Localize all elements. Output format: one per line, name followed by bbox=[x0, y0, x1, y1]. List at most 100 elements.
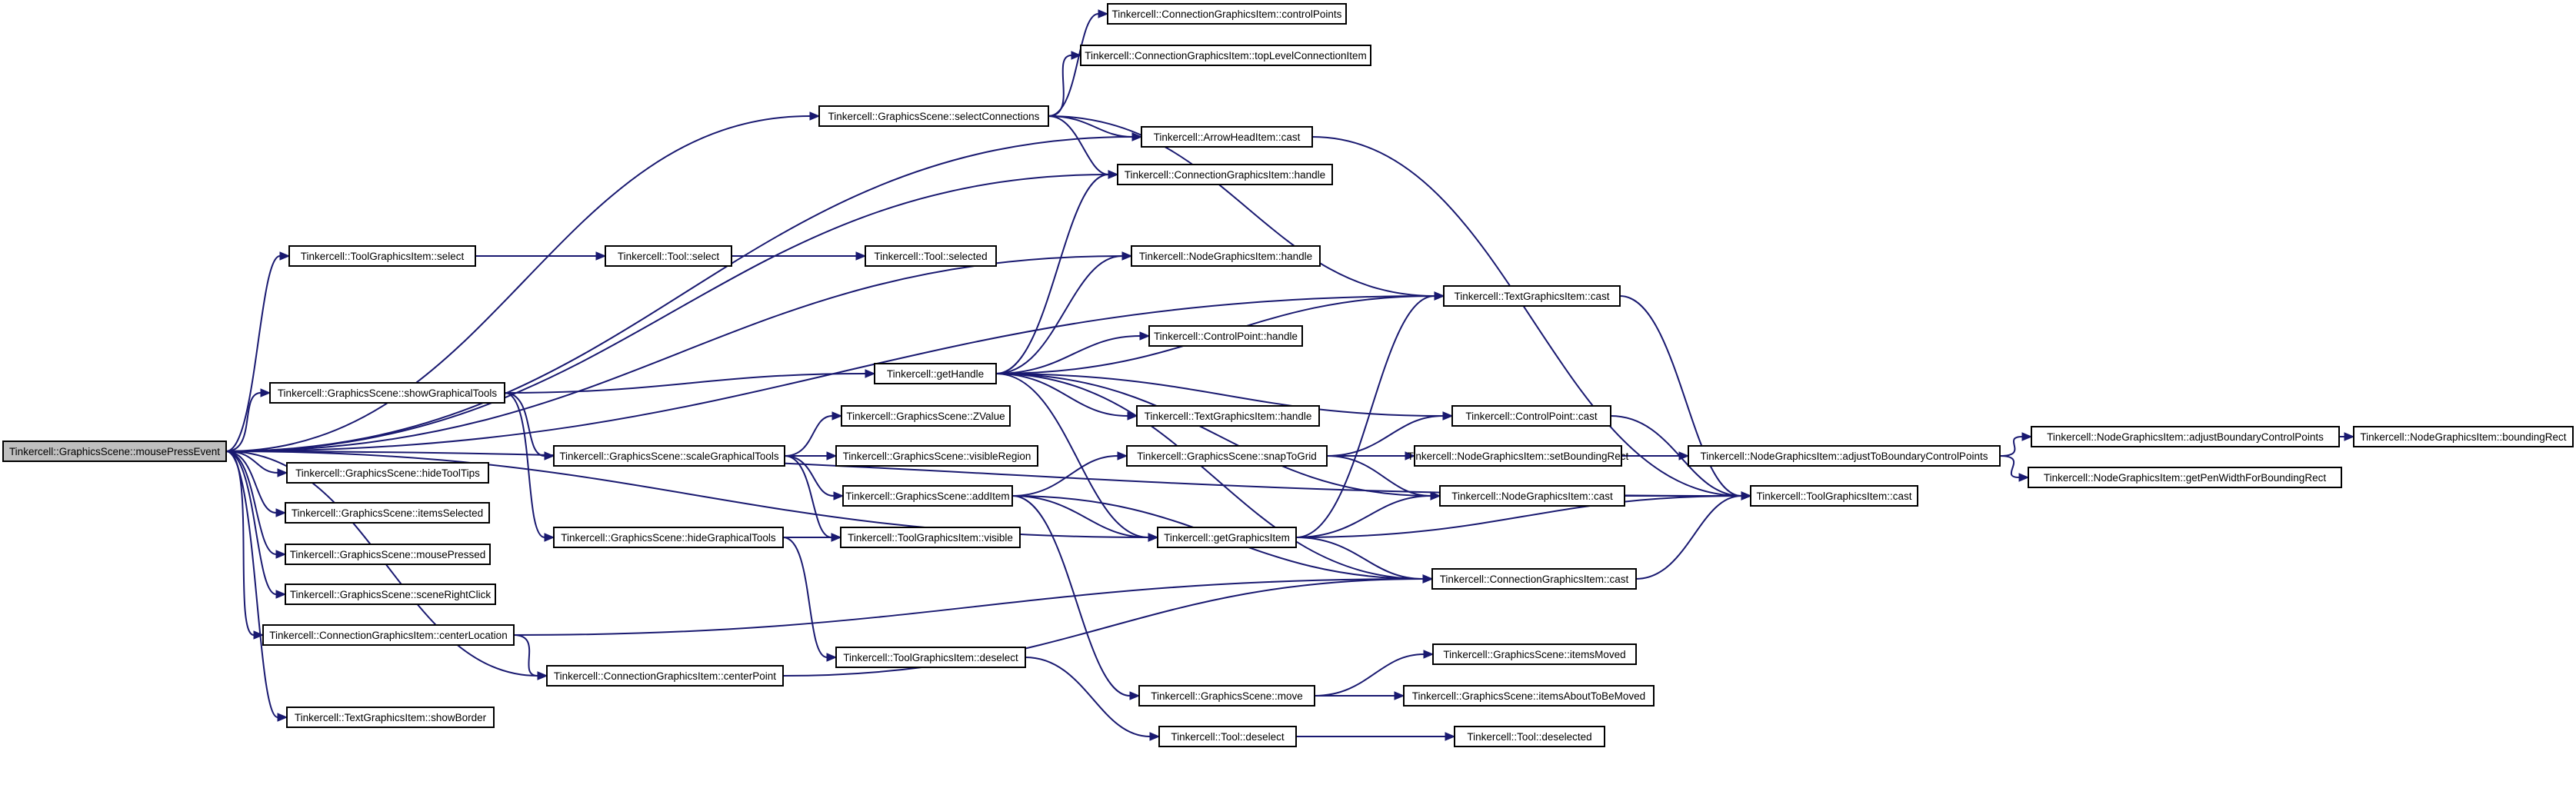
edge-snapToGrid-to-cp-cast bbox=[1326, 411, 1454, 457]
edge-line bbox=[1999, 436, 2023, 457]
node-box bbox=[286, 707, 495, 728]
node-mousePressed[interactable]: Tinkercell::GraphicsScene::mousePressed bbox=[285, 544, 491, 565]
arrowhead bbox=[1678, 451, 1690, 461]
edge-line bbox=[1011, 455, 1118, 497]
node-ngi-getPenWidth[interactable]: Tinkercell::NodeGraphicsItem::getPenWidt… bbox=[2028, 467, 2342, 488]
node-label: Tinkercell::Tool::deselect bbox=[1171, 731, 1285, 743]
node-label: Tinkercell::ConnectionGraphicsItem::topL… bbox=[1085, 50, 1366, 62]
edge-line bbox=[995, 373, 1149, 538]
edge-addItem-to-getGraphicsItem bbox=[1011, 495, 1159, 542]
node-label: Tinkercell::GraphicsScene::sceneRightCli… bbox=[290, 589, 492, 600]
arrowhead bbox=[1405, 451, 1416, 461]
node-tool-select[interactable]: Tinkercell::Tool::select bbox=[605, 245, 732, 267]
node-toolgi-cast[interactable]: Tinkercell::ToolGraphicsItem::cast bbox=[1750, 485, 1918, 507]
edge-line bbox=[784, 455, 835, 497]
node-visibleRegion[interactable]: Tinkercell::GraphicsScene::visibleRegion bbox=[835, 445, 1038, 467]
arrowhead bbox=[1741, 491, 1752, 500]
node-addItem[interactable]: Tinkercell::GraphicsScene::addItem bbox=[842, 485, 1013, 507]
node-cgi-controlPoints[interactable]: Tinkercell::ConnectionGraphicsItem::cont… bbox=[1107, 3, 1347, 25]
edge-ngi-adjustBoundary-to-ngi-boundingRect bbox=[2338, 432, 2355, 441]
node-itemsAboutToBeMoved[interactable]: Tinkercell::GraphicsScene::itemsAboutToB… bbox=[1403, 685, 1655, 707]
node-cp-cast[interactable]: Tinkercell::ControlPoint::cast bbox=[1451, 405, 1611, 427]
arrowhead bbox=[1131, 132, 1143, 141]
node-cgi-handle[interactable]: Tinkercell::ConnectionGraphicsItem::hand… bbox=[1117, 164, 1333, 185]
arrowhead bbox=[855, 251, 867, 261]
node-label: Tinkercell::TextGraphicsItem::cast bbox=[1454, 291, 1609, 302]
node-mousePressEvent[interactable]: Tinkercell::GraphicsScene::mousePressEve… bbox=[2, 441, 227, 462]
node-tool-deselect[interactable]: Tinkercell::Tool::deselect bbox=[1158, 726, 1297, 747]
node-scaleGraphicalTools[interactable]: Tinkercell::GraphicsScene::scaleGraphica… bbox=[553, 445, 785, 467]
edge-line bbox=[504, 373, 866, 394]
edge-snapToGrid-to-ngi-setBoundingRect bbox=[1327, 451, 1416, 461]
node-box bbox=[553, 527, 784, 548]
node-selectConnections[interactable]: Tinkercell::GraphicsScene::selectConnect… bbox=[818, 105, 1049, 127]
node-label: Tinkercell::NodeGraphicsItem::cast bbox=[1451, 490, 1613, 502]
node-label: Tinkercell::ToolGraphicsItem::deselect bbox=[843, 652, 1018, 663]
node-ngi-cast[interactable]: Tinkercell::NodeGraphicsItem::cast bbox=[1439, 485, 1625, 507]
node-cp-handle[interactable]: Tinkercell::ControlPoint::handle bbox=[1148, 325, 1303, 347]
node-ngi-adjustBoundary[interactable]: Tinkercell::NodeGraphicsItem::adjustBoun… bbox=[2031, 426, 2340, 447]
edge-getGraphicsItem-to-textgi-cast bbox=[1295, 291, 1445, 538]
node-cgi-topLevel[interactable]: Tinkercell::ConnectionGraphicsItem::topL… bbox=[1080, 45, 1371, 66]
node-label: Tinkercell::Tool::deselected bbox=[1467, 731, 1591, 743]
node-ngi-adjustToBoundary[interactable]: Tinkercell::NodeGraphicsItem::adjustToBo… bbox=[1688, 445, 2001, 467]
node-label: Tinkercell::GraphicsScene::itemsMoved bbox=[1443, 649, 1625, 660]
node-showBorder[interactable]: Tinkercell::TextGraphicsItem::showBorder bbox=[286, 707, 495, 728]
edge-textgi-cast-to-toolgi-cast bbox=[1619, 295, 1752, 500]
edge-line bbox=[782, 578, 1424, 677]
node-centerPoint[interactable]: Tinkercell::ConnectionGraphicsItem::cent… bbox=[546, 665, 784, 687]
edge-line bbox=[225, 255, 281, 452]
node-itemsMoved[interactable]: Tinkercell::GraphicsScene::itemsMoved bbox=[1432, 643, 1637, 665]
node-tgi-select[interactable]: Tinkercell::ToolGraphicsItem::select bbox=[288, 245, 476, 267]
node-move[interactable]: Tinkercell::GraphicsScene::move bbox=[1138, 685, 1315, 707]
node-cgi-cast[interactable]: Tinkercell::ConnectionGraphicsItem::cast bbox=[1431, 568, 1637, 590]
node-snapToGrid[interactable]: Tinkercell::GraphicsScene::snapToGrid bbox=[1126, 445, 1328, 467]
node-label: Tinkercell::GraphicsScene::move bbox=[1151, 690, 1303, 702]
node-box bbox=[2031, 426, 2340, 447]
arrowhead bbox=[1121, 251, 1133, 261]
node-tool-deselected[interactable]: Tinkercell::Tool::deselected bbox=[1454, 726, 1605, 747]
node-tool-selected[interactable]: Tinkercell::Tool::selected bbox=[865, 245, 997, 267]
node-tgi-deselect[interactable]: Tinkercell::ToolGraphicsItem::deselect bbox=[835, 647, 1026, 668]
edge-scaleGraphicalTools-to-visibleRegion bbox=[785, 451, 838, 461]
edge-line bbox=[995, 335, 1141, 374]
node-hideToolTips[interactable]: Tinkercell::GraphicsScene::hideToolTips bbox=[286, 462, 489, 484]
arrowhead bbox=[833, 491, 845, 500]
edge-line bbox=[995, 373, 1424, 580]
edge-line bbox=[995, 255, 1123, 374]
arrowhead bbox=[595, 251, 607, 261]
node-box bbox=[865, 245, 997, 267]
edge-line bbox=[225, 451, 277, 514]
node-box bbox=[1136, 405, 1320, 427]
arrowhead bbox=[277, 468, 288, 477]
node-ngi-boundingRect[interactable]: Tinkercell::NodeGraphicsItem::boundingRe… bbox=[2353, 426, 2574, 447]
node-showGraphicalTools[interactable]: Tinkercell::GraphicsScene::showGraphical… bbox=[269, 382, 505, 404]
edge-line bbox=[1311, 136, 1742, 497]
node-arrowhead-cast[interactable]: Tinkercell::ArrowHeadItem::cast bbox=[1141, 126, 1313, 148]
node-box bbox=[874, 363, 997, 384]
node-zvalue[interactable]: Tinkercell::GraphicsScene::ZValue bbox=[841, 405, 1011, 427]
arrowhead bbox=[2021, 432, 2033, 441]
node-ngi-setBoundingRect[interactable]: Tinkercell::NodeGraphicsItem::setBoundin… bbox=[1408, 445, 1629, 467]
edge-getHandle-to-ngi-handle bbox=[995, 251, 1133, 374]
edge-line bbox=[225, 392, 262, 452]
node-itemsSelected[interactable]: Tinkercell::GraphicsScene::itemsSelected bbox=[285, 502, 490, 524]
node-tgi-visible[interactable]: Tinkercell::ToolGraphicsItem::visible bbox=[840, 527, 1021, 548]
node-sceneRightClick[interactable]: Tinkercell::GraphicsScene::sceneRightCli… bbox=[285, 584, 496, 605]
edge-mousePressEvent-to-itemsSelected bbox=[225, 451, 287, 517]
node-box bbox=[1688, 445, 2001, 467]
node-label: Tinkercell::Tool::selected bbox=[874, 251, 987, 262]
node-box bbox=[546, 665, 784, 687]
node-textgi-handle[interactable]: Tinkercell::TextGraphicsItem::handle bbox=[1136, 405, 1320, 427]
node-hideGraphicalTools[interactable]: Tinkercell::GraphicsScene::hideGraphical… bbox=[553, 527, 784, 548]
node-centerLocation[interactable]: Tinkercell::ConnectionGraphicsItem::cent… bbox=[262, 624, 515, 646]
node-getGraphicsItem[interactable]: Tinkercell::getGraphicsItem bbox=[1157, 527, 1297, 548]
node-textgi-cast[interactable]: Tinkercell::TextGraphicsItem::cast bbox=[1443, 285, 1621, 307]
node-box bbox=[842, 485, 1013, 507]
node-ngi-handle[interactable]: Tinkercell::NodeGraphicsItem::handle bbox=[1131, 245, 1321, 267]
node-getHandle[interactable]: Tinkercell::getHandle bbox=[874, 363, 997, 384]
arrowhead bbox=[1422, 574, 1434, 584]
edge-line bbox=[1048, 55, 1072, 117]
edge-line bbox=[225, 115, 811, 452]
node-label: Tinkercell::ControlPoint::handle bbox=[1154, 331, 1298, 342]
